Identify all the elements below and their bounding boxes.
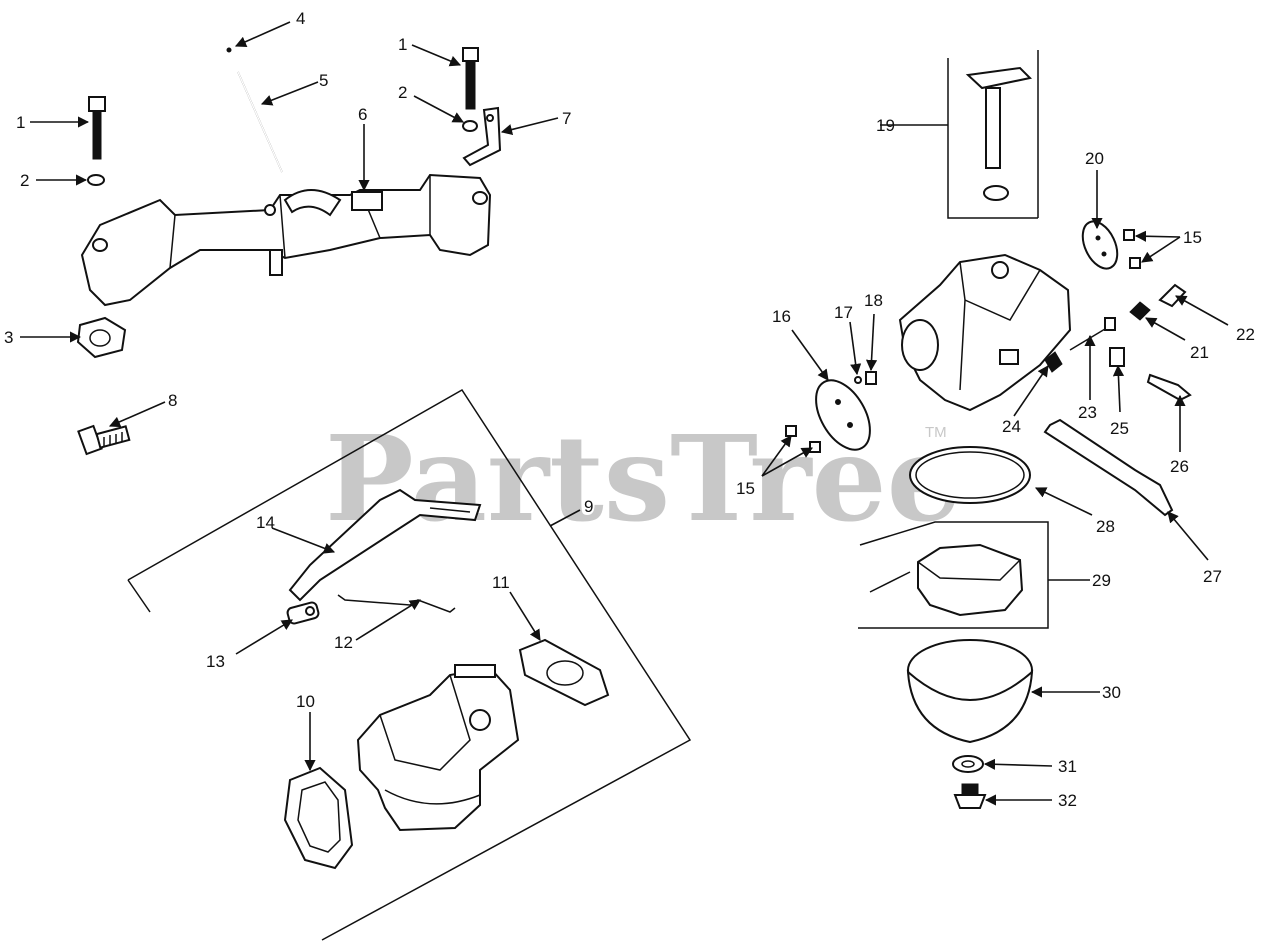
disc-16	[815, 379, 871, 451]
callout-5: 5	[319, 71, 328, 90]
bracket-7	[462, 106, 502, 167]
callout-labels: 1 2 3 4 5 6 1 2 7 8 9 10 11 12 13 14 19 …	[4, 9, 1255, 810]
callout-30: 30	[1102, 683, 1121, 702]
callout-1: 1	[398, 35, 407, 54]
bolt-1-right	[462, 47, 479, 110]
leader-lines	[20, 21, 1229, 806]
float-29-box	[858, 521, 1049, 629]
screws-15-lower	[785, 425, 821, 453]
callout-2: 2	[398, 83, 407, 102]
callout-22: 22	[1236, 325, 1255, 344]
callout-11: 11	[492, 573, 510, 592]
callout-24: 24	[1002, 417, 1021, 436]
callout-25: 25	[1110, 419, 1129, 438]
callout-20: 20	[1085, 149, 1104, 168]
elbow-fitting-8	[77, 424, 131, 456]
callout-29: 29	[1092, 571, 1111, 590]
callout-6: 6	[358, 105, 367, 124]
callout-28: 28	[1096, 517, 1115, 536]
pin-4	[226, 47, 232, 53]
kit-9-outline	[127, 388, 692, 941]
shaft-19	[965, 66, 1033, 201]
gasket-11	[518, 638, 610, 707]
callout-7: 7	[562, 109, 571, 128]
washer-2-left	[87, 174, 105, 186]
callout-14: 14	[256, 513, 275, 532]
washer-31	[952, 755, 984, 773]
screw-25	[1109, 347, 1125, 367]
svg-text:TM: TM	[925, 424, 947, 441]
screws-15-upper	[1123, 229, 1141, 269]
callout-15: 15	[736, 479, 755, 498]
spring-24	[1044, 351, 1063, 373]
callout-1: 1	[16, 113, 25, 132]
washer-2-right	[462, 120, 478, 132]
callout-3: 3	[4, 328, 13, 347]
callout-2: 2	[20, 171, 29, 190]
pin-17	[854, 376, 862, 384]
callout-32: 32	[1058, 791, 1077, 810]
callout-19: 19	[876, 116, 895, 135]
screw-22	[1158, 283, 1187, 308]
swivel-13	[286, 601, 320, 625]
link-12	[337, 594, 456, 613]
kit-19-bracket	[947, 50, 1039, 219]
bolt-1-left	[88, 96, 106, 160]
carburetor-assembly	[356, 664, 520, 832]
screw-26	[1146, 373, 1192, 402]
callout-12: 12	[334, 633, 353, 652]
callout-8: 8	[168, 391, 177, 410]
spring-21	[1129, 301, 1151, 321]
bowl-30	[906, 639, 1034, 744]
intake-manifold	[80, 173, 492, 307]
callout-17: 17	[834, 303, 853, 322]
gasket-ring-28	[909, 446, 1031, 504]
stud-6	[351, 191, 383, 211]
callout-21: 21	[1190, 343, 1209, 362]
callout-27: 27	[1203, 567, 1222, 586]
float-29	[869, 543, 1024, 617]
callout-13: 13	[206, 652, 225, 671]
drain-screw-32	[953, 783, 987, 809]
gasket-10	[283, 766, 354, 870]
callout-18: 18	[864, 291, 883, 310]
spring-18	[865, 371, 877, 385]
callout-31: 31	[1058, 757, 1077, 776]
callout-15: 15	[1183, 228, 1202, 247]
rod-5	[237, 71, 283, 173]
needle-23	[1069, 317, 1116, 351]
shaft-27	[1043, 418, 1174, 517]
callout-26: 26	[1170, 457, 1189, 476]
disc-20	[1081, 220, 1119, 270]
callout-4: 4	[296, 9, 305, 28]
carburetor-body	[898, 253, 1072, 412]
callout-23: 23	[1078, 403, 1097, 422]
callout-16: 16	[772, 307, 791, 326]
callout-9: 9	[584, 497, 593, 516]
callout-10: 10	[296, 692, 315, 711]
gasket-3	[76, 316, 127, 359]
lever-14	[288, 488, 482, 602]
